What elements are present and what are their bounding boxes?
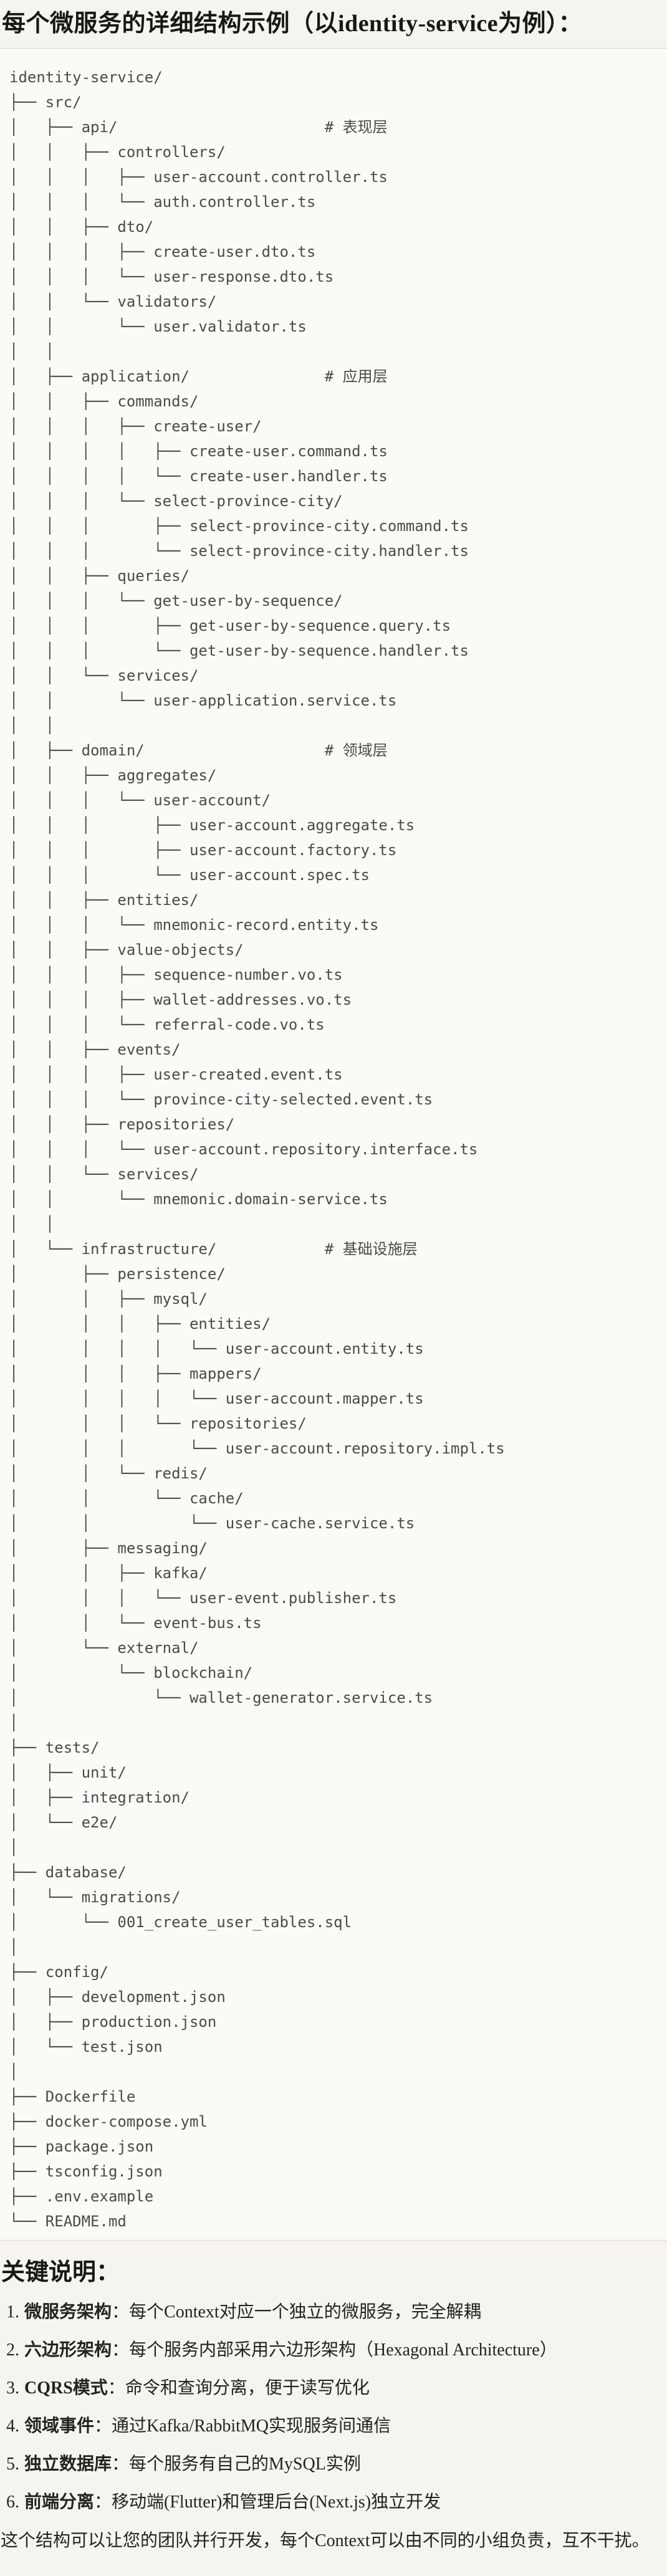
note-item-body: 每个服务有自己的MySQL实例 [129, 2454, 361, 2474]
note-item-label: 独立数据库 [24, 2454, 112, 2474]
note-item: 5. 独立数据库：每个服务有自己的MySQL实例 [6, 2454, 667, 2475]
note-item-text: 独立数据库：每个服务有自己的MySQL实例 [24, 2454, 361, 2475]
note-item: 4. 领域事件：通过Kafka/RabbitMQ实现服务间通信 [6, 2416, 667, 2437]
note-item: 3. CQRS模式：命令和查询分离，便于读写优化 [6, 2378, 667, 2399]
note-item-number: 2. [6, 2340, 19, 2360]
note-item-number: 6. [6, 2492, 19, 2512]
note-item-number: 1. [6, 2302, 19, 2322]
note-item-body: 移动端(Flutter)和管理后台(Next.js)独立开发 [112, 2492, 441, 2512]
notes-list: 1. 微服务架构：每个Context对应一个独立的微服务，完全解耦 2. 六边形… [0, 2302, 667, 2513]
notes-heading: 关键说明： [1, 2259, 120, 2286]
note-item-label: 六边形架构 [24, 2340, 112, 2360]
note-item-text: 领域事件：通过Kafka/RabbitMQ实现服务间通信 [24, 2416, 391, 2437]
note-item-label: 微服务架构 [24, 2302, 112, 2322]
note-item: 6. 前端分离：移动端(Flutter)和管理后台(Next.js)独立开发 [6, 2492, 667, 2513]
note-item-body: 命令和查询分离，便于读写优化 [125, 2378, 370, 2398]
note-item-text: 微服务架构：每个Context对应一个独立的微服务，完全解耦 [24, 2302, 481, 2323]
note-item-number: 4. [6, 2416, 19, 2436]
note-item: 2. 六边形架构：每个服务内部采用六边形架构（Hexagonal Archite… [6, 2340, 667, 2361]
note-item-body: 通过Kafka/RabbitMQ实现服务间通信 [112, 2416, 391, 2436]
closing-paragraph: 这个结构可以让您的团队并行开发，每个Context可以由不同的小组负责，互不干扰… [1, 2531, 650, 2550]
note-item-text: CQRS模式：命令和查询分离，便于读写优化 [24, 2378, 370, 2399]
note-item: 1. 微服务架构：每个Context对应一个独立的微服务，完全解耦 [6, 2302, 667, 2323]
note-item-body: 每个Context对应一个独立的微服务，完全解耦 [129, 2302, 481, 2322]
note-item-separator: ： [112, 2340, 130, 2360]
note-item-body: 每个服务内部采用六边形架构（Hexagonal Architecture） [129, 2340, 557, 2360]
note-item-separator: ： [112, 2454, 130, 2474]
note-item-separator: ： [94, 2492, 112, 2512]
note-item-number: 5. [6, 2454, 19, 2474]
note-item-label: 领域事件 [24, 2416, 95, 2436]
note-item-separator: ： [107, 2378, 125, 2398]
note-item-separator: ： [112, 2302, 130, 2322]
note-item-text: 前端分离：移动端(Flutter)和管理后台(Next.js)独立开发 [24, 2492, 441, 2513]
note-item-number: 3. [6, 2378, 19, 2398]
note-item-text: 六边形架构：每个服务内部采用六边形架构（Hexagonal Architectu… [24, 2340, 557, 2361]
code-block: identity-service/ ├── src/ │ ├── api/ # … [0, 48, 667, 2241]
directory-tree: identity-service/ ├── src/ │ ├── api/ # … [9, 69, 505, 2230]
note-item-label: 前端分离 [24, 2492, 95, 2512]
note-item-separator: ： [94, 2416, 112, 2436]
note-item-label: CQRS模式 [24, 2378, 108, 2398]
page-title: 每个微服务的详细结构示例（以identity-service为例）： [2, 11, 583, 37]
